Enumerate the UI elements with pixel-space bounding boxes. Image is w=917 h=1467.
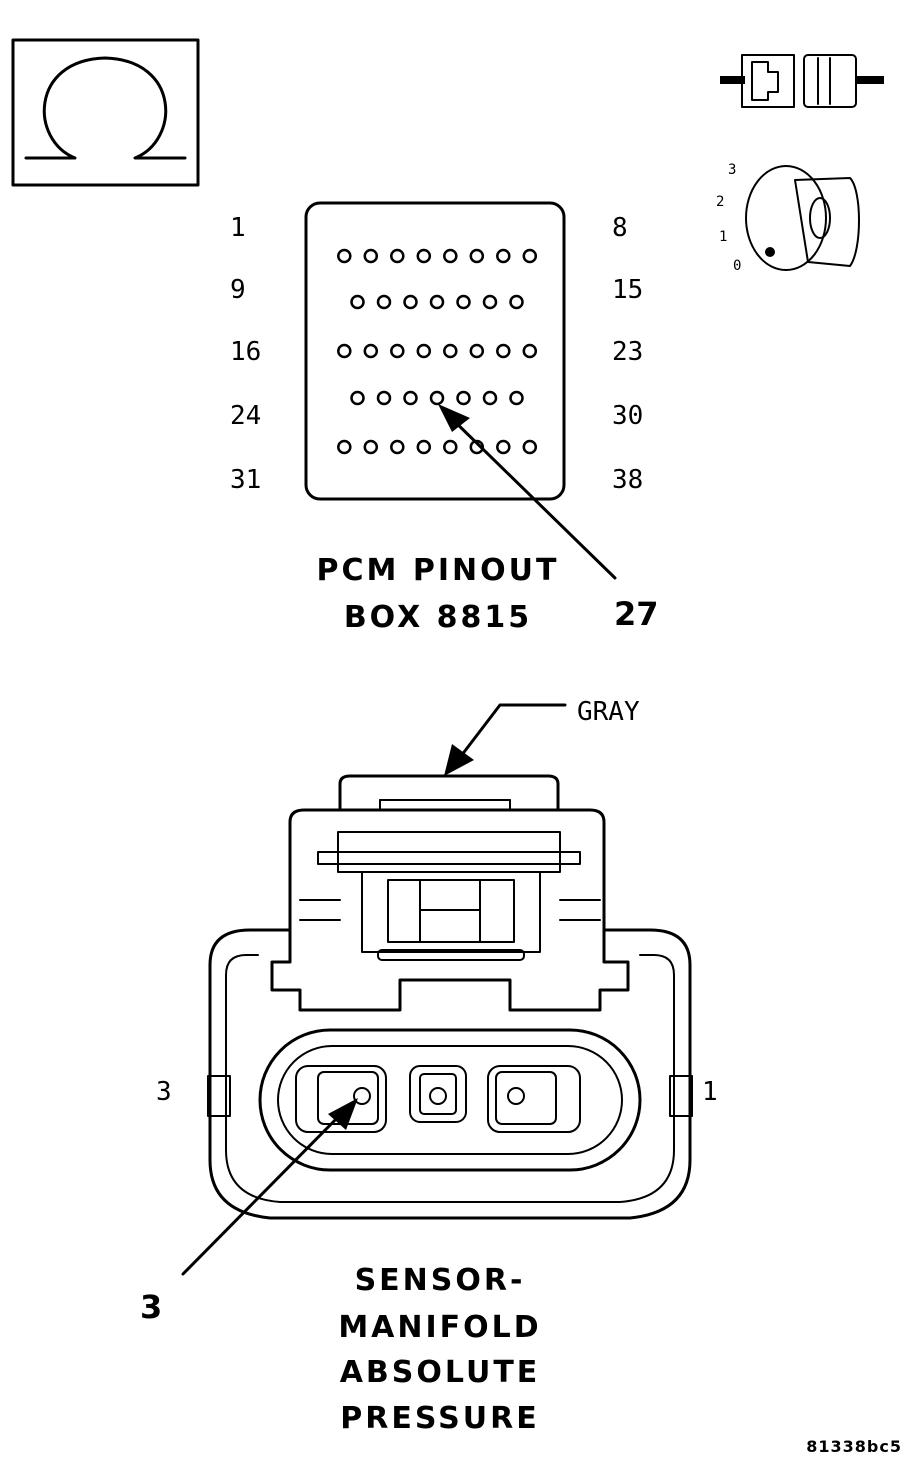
disconnect-connector-icon — [720, 54, 884, 108]
figure-reference: 81338bc5 — [806, 1437, 902, 1456]
pcm-pin — [482, 390, 498, 406]
pcm-pin — [496, 439, 511, 455]
pcm-pin — [363, 343, 379, 359]
pcm-pin — [416, 248, 432, 264]
ohmmeter-icon — [11, 38, 200, 187]
key-position-2: 2 — [716, 194, 724, 210]
pcm-pin — [496, 343, 511, 359]
pcm-pin — [337, 248, 352, 264]
pcm-pin — [337, 439, 352, 455]
cavity-label-left: 3 — [156, 1077, 172, 1107]
cavity-3-callout-arrow — [181, 1108, 347, 1276]
pcm-pin — [509, 294, 524, 310]
sensor-title-line3: ABSOLUTE — [340, 1355, 541, 1390]
key-position-1: 1 — [719, 229, 727, 245]
key-position-0: 0 — [733, 258, 741, 274]
sensor-title-line4: PRESSURE — [340, 1401, 539, 1436]
row-label-right: 38 — [612, 465, 643, 495]
pcm-pin — [443, 343, 458, 359]
pcm-pin — [522, 248, 538, 264]
pcm-pin — [376, 294, 392, 310]
cavity-label-right: 1 — [702, 1077, 718, 1107]
row-label-right: 15 — [612, 275, 643, 305]
pcm-pin — [403, 390, 418, 406]
pcm-pin — [482, 294, 498, 310]
pcm-pin — [443, 248, 458, 264]
row-label-right: 23 — [612, 337, 643, 367]
pcm-pin — [416, 439, 432, 455]
terminal-cavity-1 — [487, 1065, 581, 1133]
sensor-title-line1: SENSOR- — [355, 1263, 526, 1298]
callout-cavity-number: 3 — [140, 1288, 162, 1326]
pcm-pin — [337, 343, 352, 359]
pcm-pin — [416, 343, 432, 359]
row-label-left: 9 — [230, 275, 246, 305]
ignition-key-icon: 3 2 1 0 — [716, 162, 860, 274]
pcm-pin — [522, 439, 538, 455]
sensor-title-line2: MANIFOLD — [338, 1310, 541, 1345]
connector-color-callout: GRAY — [444, 697, 640, 776]
pcm-pin — [429, 390, 445, 406]
pcm-pinout-box: 1 9 16 24 31 8 15 23 30 38 27 PCM PINOUT… — [230, 201, 659, 635]
pcm-pin — [376, 390, 392, 406]
pcm-pin — [350, 294, 365, 310]
row-label-left: 24 — [230, 401, 261, 431]
row-label-left: 1 — [230, 213, 246, 243]
pcm-pin — [390, 439, 405, 455]
pcm-pin — [469, 248, 485, 264]
row-label-right: 30 — [612, 401, 643, 431]
pcm-pin — [363, 439, 379, 455]
pcm-pin — [443, 439, 458, 455]
row-label-right: 8 — [612, 213, 628, 243]
terminal-cavity-2 — [409, 1065, 467, 1123]
pcm-pin — [456, 390, 471, 406]
pcm-title-line2: BOX 8815 — [344, 600, 532, 635]
pcm-pin — [390, 248, 405, 264]
key-position-3: 3 — [728, 162, 736, 178]
pcm-pin — [363, 248, 379, 264]
pcm-pin — [390, 343, 405, 359]
pcm-pin — [509, 390, 524, 406]
pcm-pin — [350, 390, 365, 406]
pcm-pin — [469, 343, 485, 359]
pcm-pin-grid — [337, 248, 538, 455]
pcm-pin — [429, 294, 445, 310]
row-label-left: 31 — [230, 465, 261, 495]
pcm-pin — [496, 248, 511, 264]
map-sensor-connector — [207, 774, 693, 1220]
row-label-left: 16 — [230, 337, 261, 367]
pcm-title-line1: PCM PINOUT — [317, 553, 560, 588]
pcm-pin — [403, 294, 418, 310]
callout-pin-number: 27 — [614, 595, 659, 633]
pin-27-callout-arrow — [446, 413, 617, 580]
pcm-pin — [522, 343, 538, 359]
pcm-pin — [456, 294, 471, 310]
connector-color-label: GRAY — [577, 697, 640, 727]
